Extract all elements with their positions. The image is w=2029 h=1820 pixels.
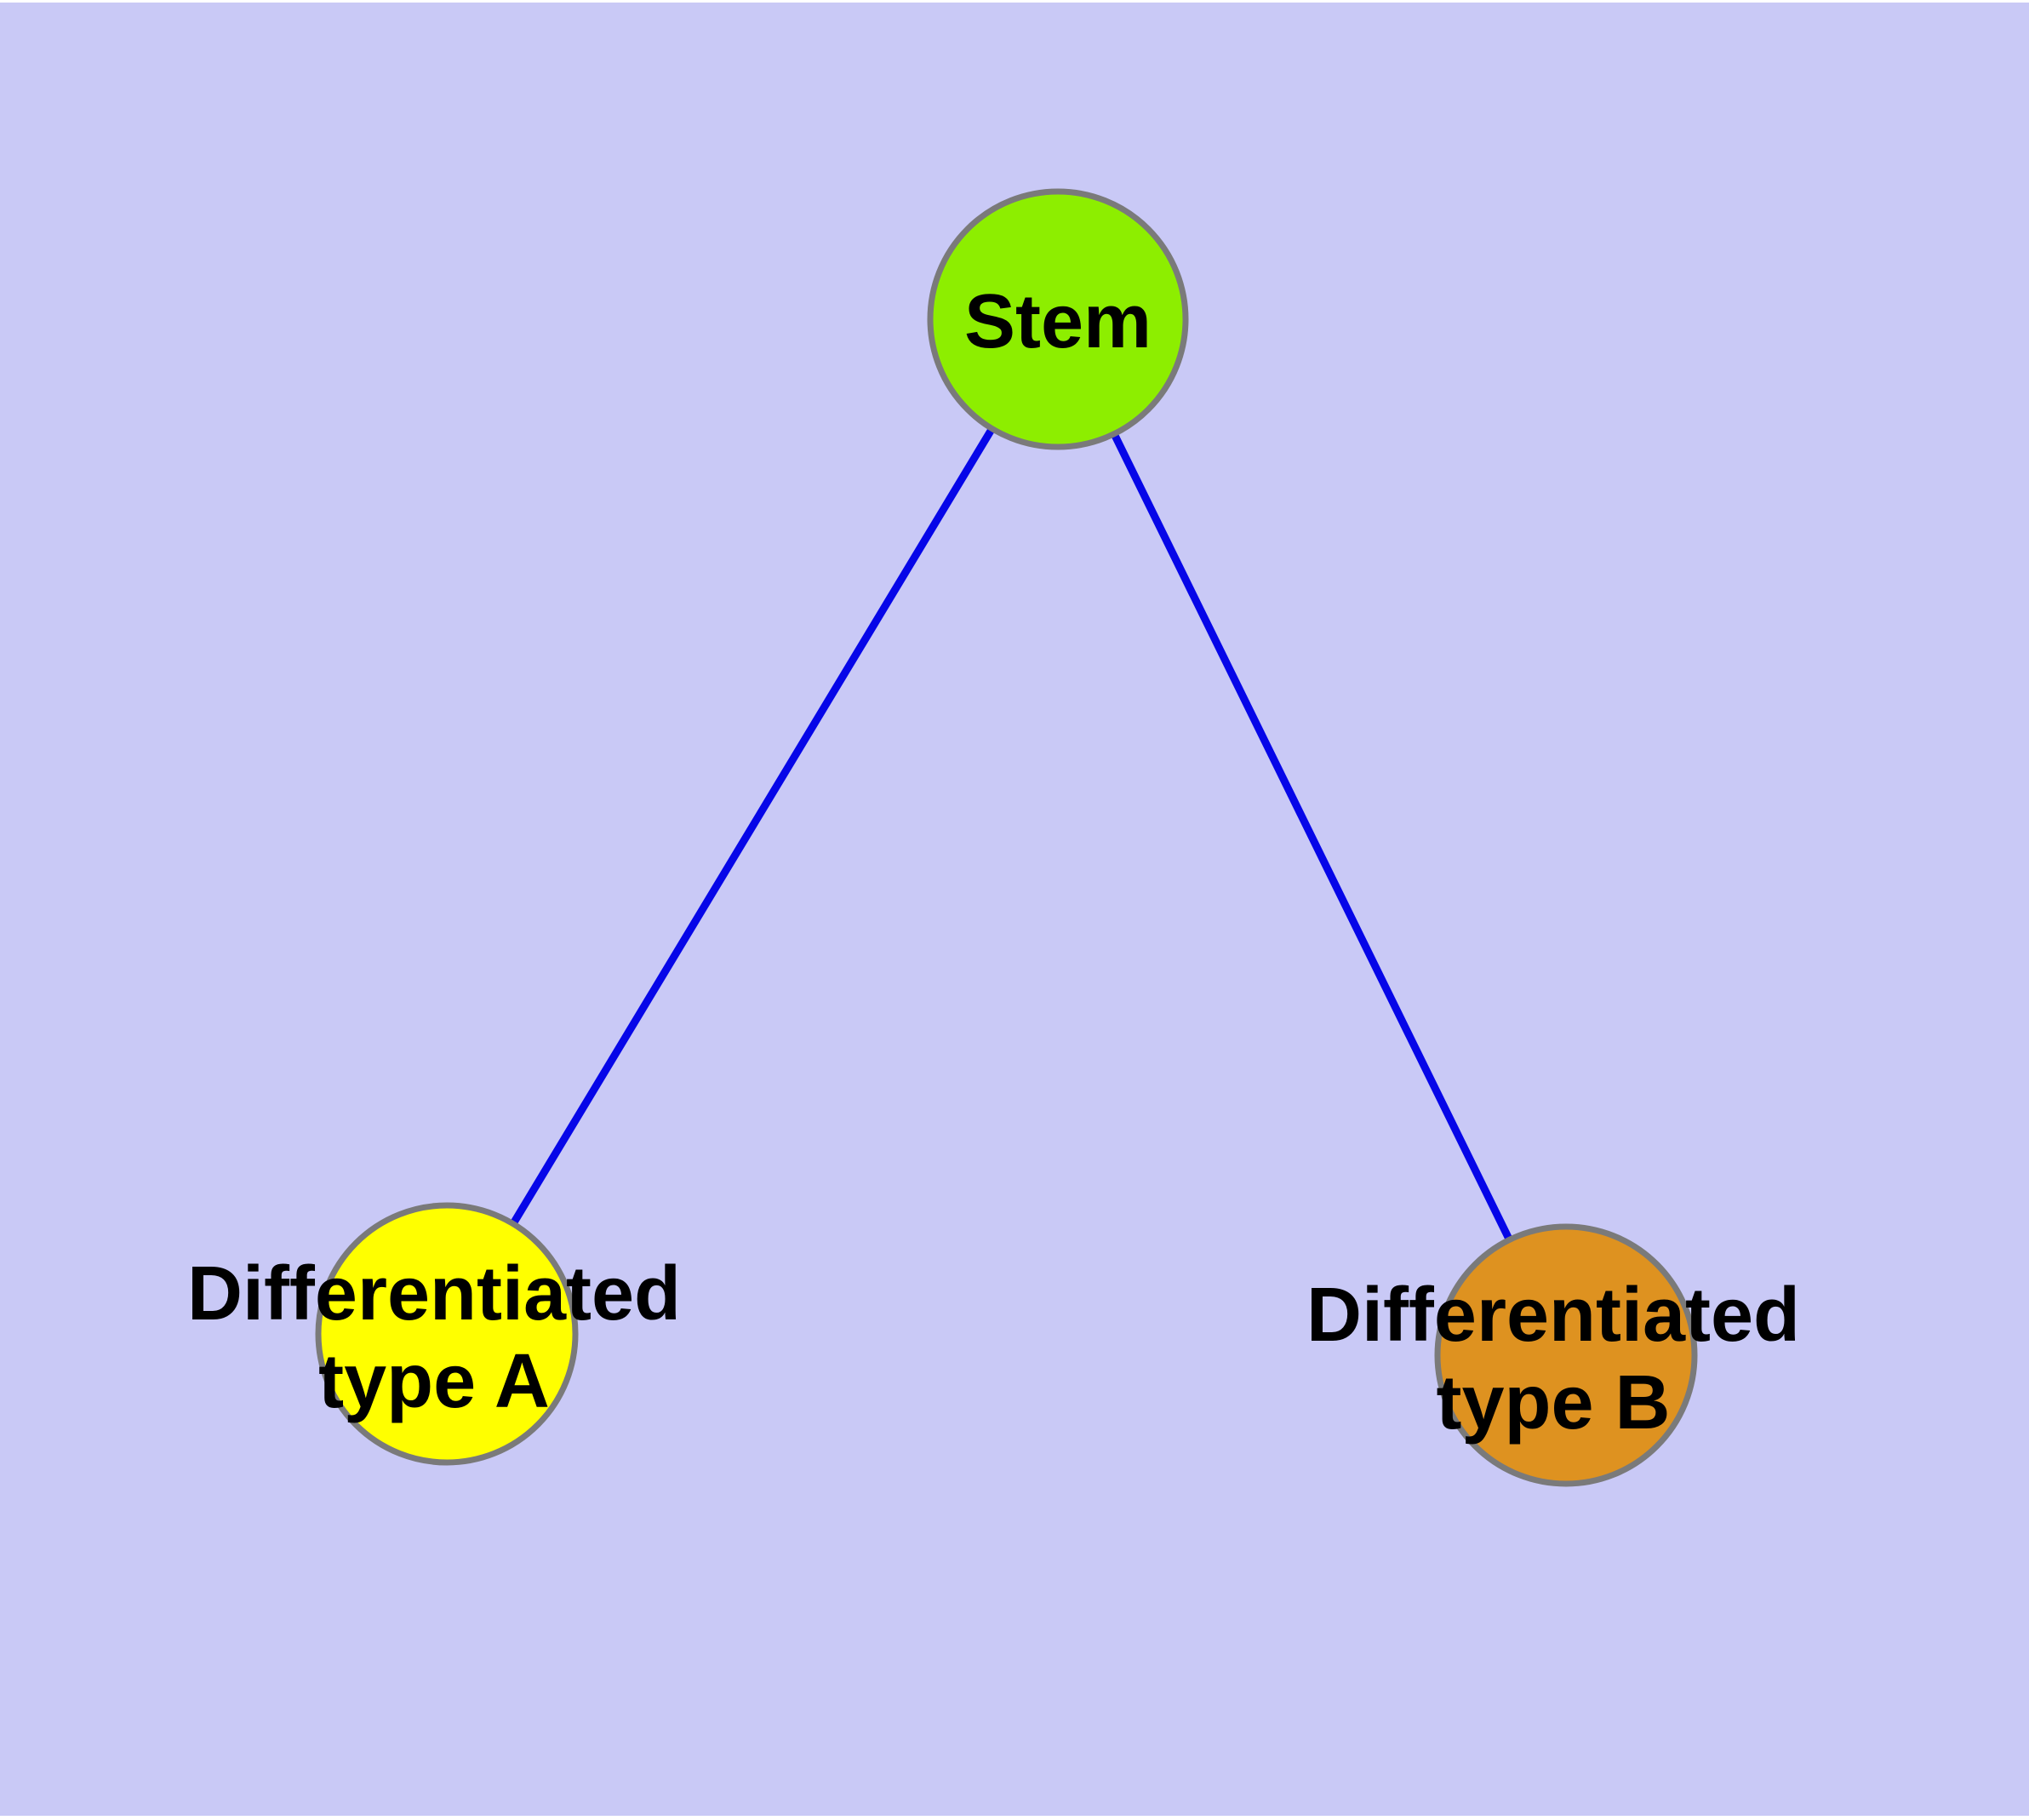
node-type-a-label-line1: Differentiated bbox=[187, 1251, 681, 1336]
node-stem-circle bbox=[927, 188, 1189, 450]
edge-stem-to-type-b bbox=[1054, 315, 1570, 1359]
node-type-b-label-line1: Differentiated bbox=[1306, 1273, 1800, 1358]
node-type-a-label-line2: type A bbox=[318, 1339, 550, 1424]
edge-stem-to-type-a bbox=[443, 315, 1062, 1338]
node-type-b-label-line2: type B bbox=[1436, 1360, 1670, 1445]
node-type-b-circle bbox=[1434, 1223, 1698, 1487]
node-stem-label: Stem bbox=[964, 279, 1152, 364]
node-type-a-circle bbox=[315, 1202, 579, 1466]
